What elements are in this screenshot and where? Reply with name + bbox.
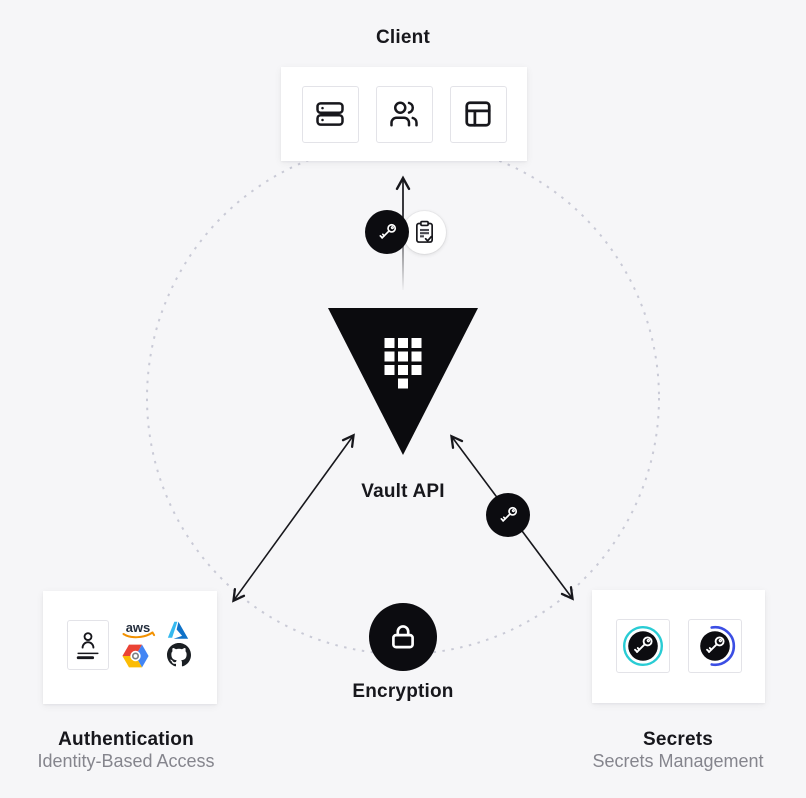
key-badge-client: [365, 210, 409, 254]
vault-api-label: Vault API: [361, 481, 445, 502]
client-card: [281, 67, 527, 161]
azure-logo-icon: [167, 621, 189, 639]
layout-icon: [465, 101, 491, 127]
users-icon: [390, 101, 418, 127]
github-logo: [167, 643, 191, 667]
encryption-node: [369, 603, 437, 671]
secrets-engine-tile-2: [688, 619, 742, 673]
arrow-vault-authentication: [232, 433, 355, 603]
clipboard-badge: [403, 211, 446, 254]
client-title: Client: [376, 27, 430, 48]
padlock-icon: [392, 625, 414, 649]
google-cloud-logo: [122, 644, 149, 668]
secrets-title: Secrets: [642, 729, 714, 750]
azure-logo: [167, 620, 189, 641]
identity-person-icon: [76, 632, 99, 660]
github-logo-icon: [167, 643, 191, 667]
aws-logo: aws: [119, 620, 159, 642]
dashed-orbit-circle: [146, 141, 660, 655]
aws-logo-icon: aws: [122, 620, 156, 639]
server-stack-icon: [316, 102, 344, 126]
encryption-label: Encryption: [352, 681, 454, 702]
key-icon: [378, 223, 396, 239]
authentication-title: Authentication: [58, 729, 194, 750]
secrets-engine-tile-1: [616, 619, 670, 673]
authentication-subtitle: Identity-Based Access: [37, 751, 215, 771]
client-tile-layout: [449, 85, 507, 143]
secrets-card: [592, 590, 765, 703]
google-cloud-logo-icon: [122, 644, 149, 668]
identity-tile: [67, 620, 109, 670]
client-tile-users: [375, 85, 433, 143]
vault-logo: [328, 308, 478, 455]
authentication-card: aws: [43, 591, 217, 704]
clipboard-check-icon: [416, 220, 433, 243]
client-tile-server: [301, 85, 359, 143]
key-icon: [499, 506, 517, 522]
svg-text:aws: aws: [126, 620, 151, 635]
vault-keypad-grid: [384, 338, 422, 389]
key-engine-teal-ring-icon: [623, 626, 663, 666]
key-badge-secrets: [486, 493, 530, 537]
key-engine-blue-arc-icon: [700, 625, 736, 667]
secrets-subtitle: Secrets Management: [592, 751, 764, 771]
